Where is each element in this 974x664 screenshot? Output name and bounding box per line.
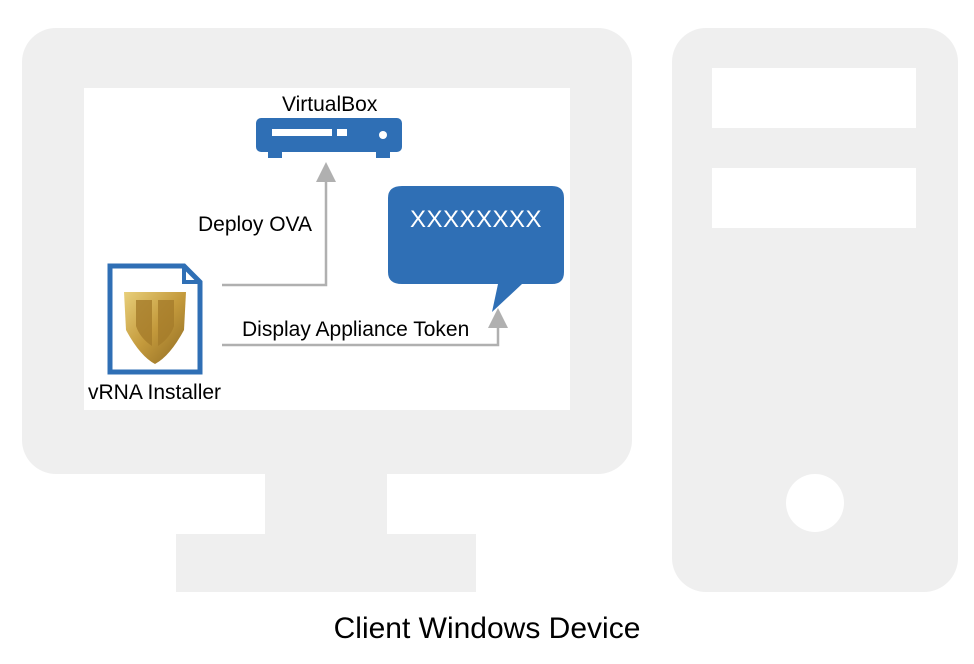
monitor-stand — [176, 534, 476, 592]
token-speech-bubble — [388, 186, 564, 312]
virtualbox-label: VirtualBox — [282, 93, 378, 116]
virtualbox-server-icon — [256, 118, 402, 158]
shield-icon — [124, 292, 186, 364]
display-token-label: Display Appliance Token — [242, 318, 470, 341]
installer-label: vRNA Installer — [88, 381, 222, 404]
diagram-caption: Client Windows Device — [333, 612, 641, 645]
appliance-token-value: XXXXXXXX — [409, 206, 543, 233]
drive-bay-1 — [712, 68, 916, 128]
monitor-neck — [265, 474, 387, 534]
deploy-ova-arrow — [222, 162, 336, 287]
display-token-arrow — [222, 308, 508, 347]
drive-bay-2 — [712, 168, 916, 228]
deploy-ova-label: Deploy OVA — [198, 213, 312, 236]
power-button-icon — [786, 474, 844, 532]
